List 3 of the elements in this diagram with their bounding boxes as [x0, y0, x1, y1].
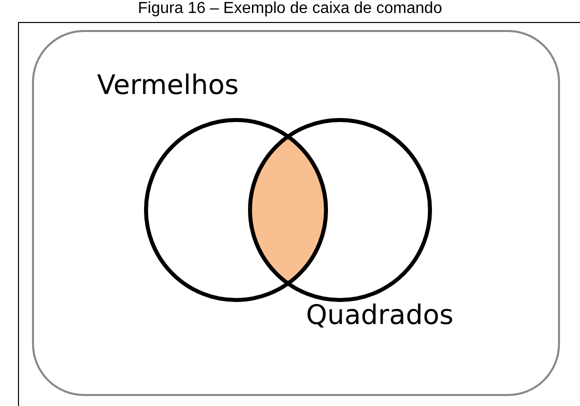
- set-label: Vermelhos: [97, 70, 239, 101]
- figure-title: Figura 16 – Exemplo de caixa de comando: [136, 0, 444, 18]
- set-label: Quadrados: [306, 300, 454, 331]
